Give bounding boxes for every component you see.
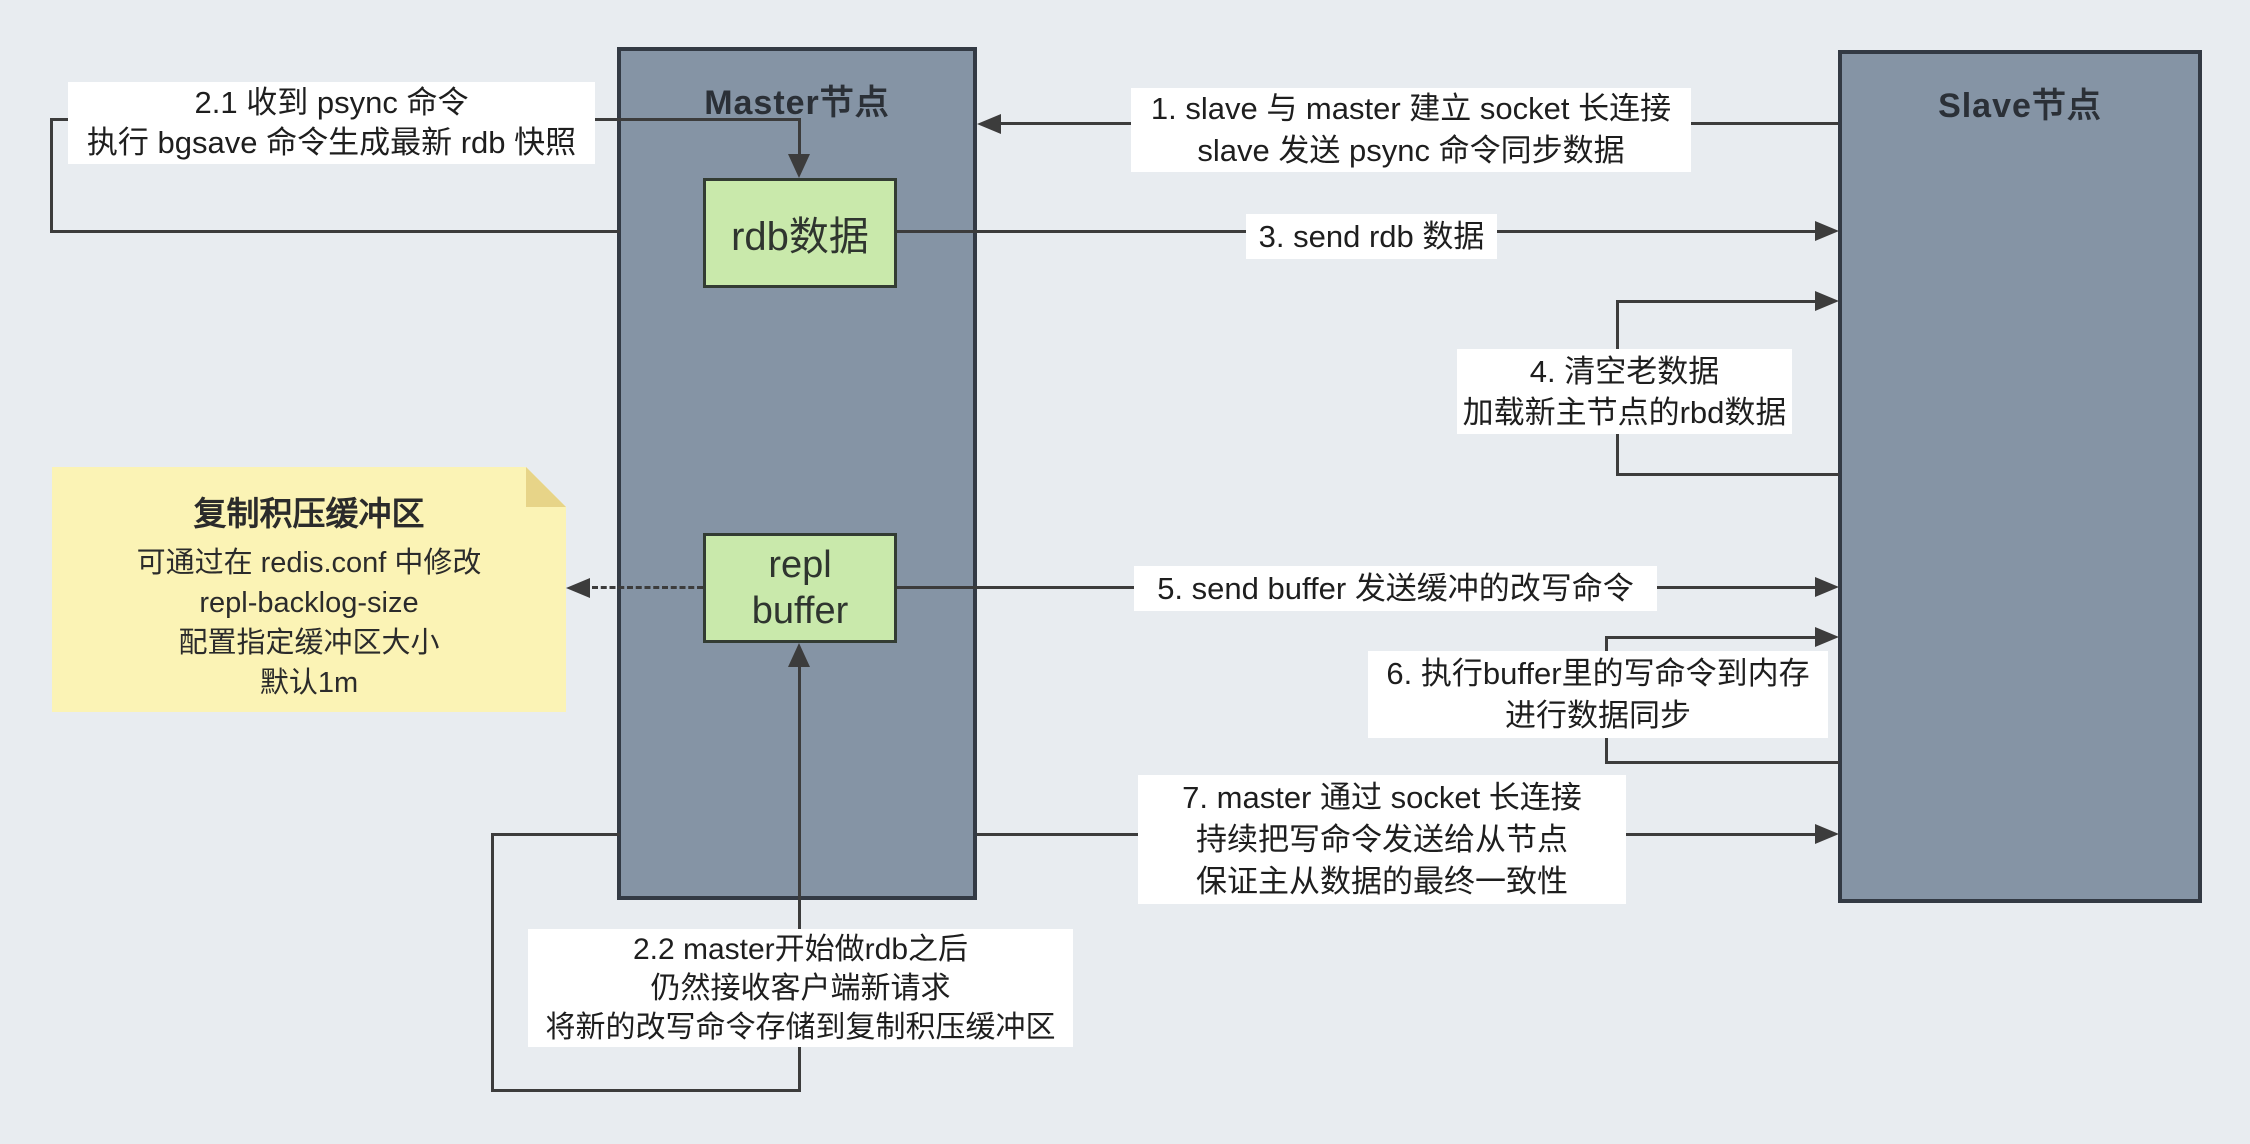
note-line: repl-backlog-size <box>199 587 419 619</box>
annotation-step2-2-line3: 将新的改写命令存储到复制积压缓冲区 <box>545 1010 1056 1044</box>
annotation-step7-line3: 保证主从数据的最终一致性 <box>1196 863 1568 899</box>
connector-2_1-to-rdb-horizontal <box>590 118 800 121</box>
repl-buffer-box: repl buffer <box>703 533 897 643</box>
repl-buffer-label-line1: repl <box>768 544 832 586</box>
arrowhead-step4-into-slave-icon <box>1815 291 1839 311</box>
connector-2_1-bracket-vertical <box>50 118 53 233</box>
annotation-step1-line2: slave 发送 psync 命令同步数据 <box>1197 133 1625 168</box>
connector-step6-bottom <box>1605 761 1839 764</box>
connector-repl-to-note-dashed <box>592 586 703 589</box>
arrowhead-step5-into-slave-icon <box>1815 577 1839 597</box>
annotation-step7-line2: 持续把写命令发送给从节点 <box>1196 821 1568 857</box>
annotation-step4-line1: 4. 清空老数据 <box>1529 353 1720 389</box>
connector-2_1-bracket-horizontal <box>50 230 620 233</box>
connector-2_2-up-vertical <box>798 665 801 1092</box>
annotation-step2-2-line1: 2.2 master开始做rdb之后 <box>632 932 969 966</box>
arrowhead-into-rdb-icon <box>788 154 810 178</box>
note-line: 可通过在 redis.conf 中修改 <box>136 547 482 579</box>
rdb-data-box: rdb数据 <box>703 178 897 288</box>
slave-node-box: Slave节点 <box>1838 50 2202 903</box>
annotation-step2-1: 2.1 收到 psync 命令 执行 bgsave 命令生成最新 rdb 快照 <box>68 82 595 164</box>
connector-step4-top <box>1616 300 1817 303</box>
annotation-step3: 3. send rdb 数据 <box>1246 214 1497 259</box>
annotation-step5: 5. send buffer 发送缓冲的改写命令 <box>1134 566 1657 611</box>
connector-2_2-left-horizontal <box>491 833 620 836</box>
annotation-step4: 4. 清空老数据 加载新主节点的rbd数据 <box>1457 349 1792 434</box>
arrowhead-into-repl-buffer-icon <box>788 643 810 667</box>
annotation-step1: 1. slave 与 master 建立 socket 长连接 slave 发送… <box>1131 88 1691 172</box>
annotation-step3-line1: 3. send rdb 数据 <box>1258 219 1485 254</box>
annotation-step7: 7. master 通过 socket 长连接 持续把写命令发送给从节点 保证主… <box>1138 775 1626 904</box>
arrowhead-step1-into-master-icon <box>977 114 1001 134</box>
connector-step4-bottom <box>1616 473 1839 476</box>
annotation-step6: 6. 执行buffer里的写命令到内存 进行数据同步 <box>1368 651 1828 738</box>
annotation-step2-2-line2: 仍然接收客户端新请求 <box>650 971 951 1005</box>
note-line: 默认1m <box>259 667 359 699</box>
arrowhead-step3-into-slave-icon <box>1815 221 1839 241</box>
note-folded-corner <box>526 467 566 507</box>
master-node-title: Master节点 <box>704 84 890 122</box>
annotation-step2-1-line1: 2.1 收到 psync 命令 <box>194 85 469 120</box>
arrowhead-step6-into-slave-icon <box>1815 627 1839 647</box>
arrowhead-into-note-icon <box>566 578 590 598</box>
annotation-step2-1-line2: 执行 bgsave 命令生成最新 rdb 快照 <box>86 125 577 160</box>
connector-2_1-to-rdb-vertical <box>798 118 801 156</box>
annotation-step2-2: 2.2 master开始做rdb之后 仍然接收客户端新请求 将新的改写命令存储到… <box>528 929 1073 1047</box>
connector-step6-top <box>1605 636 1817 639</box>
note-line: 配置指定缓冲区大小 <box>178 627 440 659</box>
annotation-step1-line1: 1. slave 与 master 建立 socket 长连接 <box>1150 91 1672 126</box>
connector-2_2-left-vertical <box>491 833 494 1092</box>
rdb-data-label: rdb数据 <box>731 215 869 259</box>
connector-2_2-bottom-horizontal <box>491 1089 801 1092</box>
annotation-step6-line1: 6. 执行buffer里的写命令到内存 <box>1386 655 1810 691</box>
connector-2_1-bracket-stub <box>50 118 71 121</box>
repl-backlog-note: 复制积压缓冲区 可通过在 redis.conf 中修改 repl-backlog… <box>52 467 566 712</box>
arrowhead-step7-into-slave-icon <box>1815 824 1839 844</box>
annotation-step4-line2: 加载新主节点的rbd数据 <box>1462 394 1787 430</box>
annotation-step7-line1: 7. master 通过 socket 长连接 <box>1182 779 1582 815</box>
repl-buffer-label-line2: buffer <box>751 590 849 632</box>
annotation-step5-line1: 5. send buffer 发送缓冲的改写命令 <box>1157 571 1634 606</box>
slave-node-title: Slave节点 <box>1938 87 2102 125</box>
annotation-step6-line2: 进行数据同步 <box>1505 697 1691 733</box>
note-title: 复制积压缓冲区 <box>193 495 425 532</box>
